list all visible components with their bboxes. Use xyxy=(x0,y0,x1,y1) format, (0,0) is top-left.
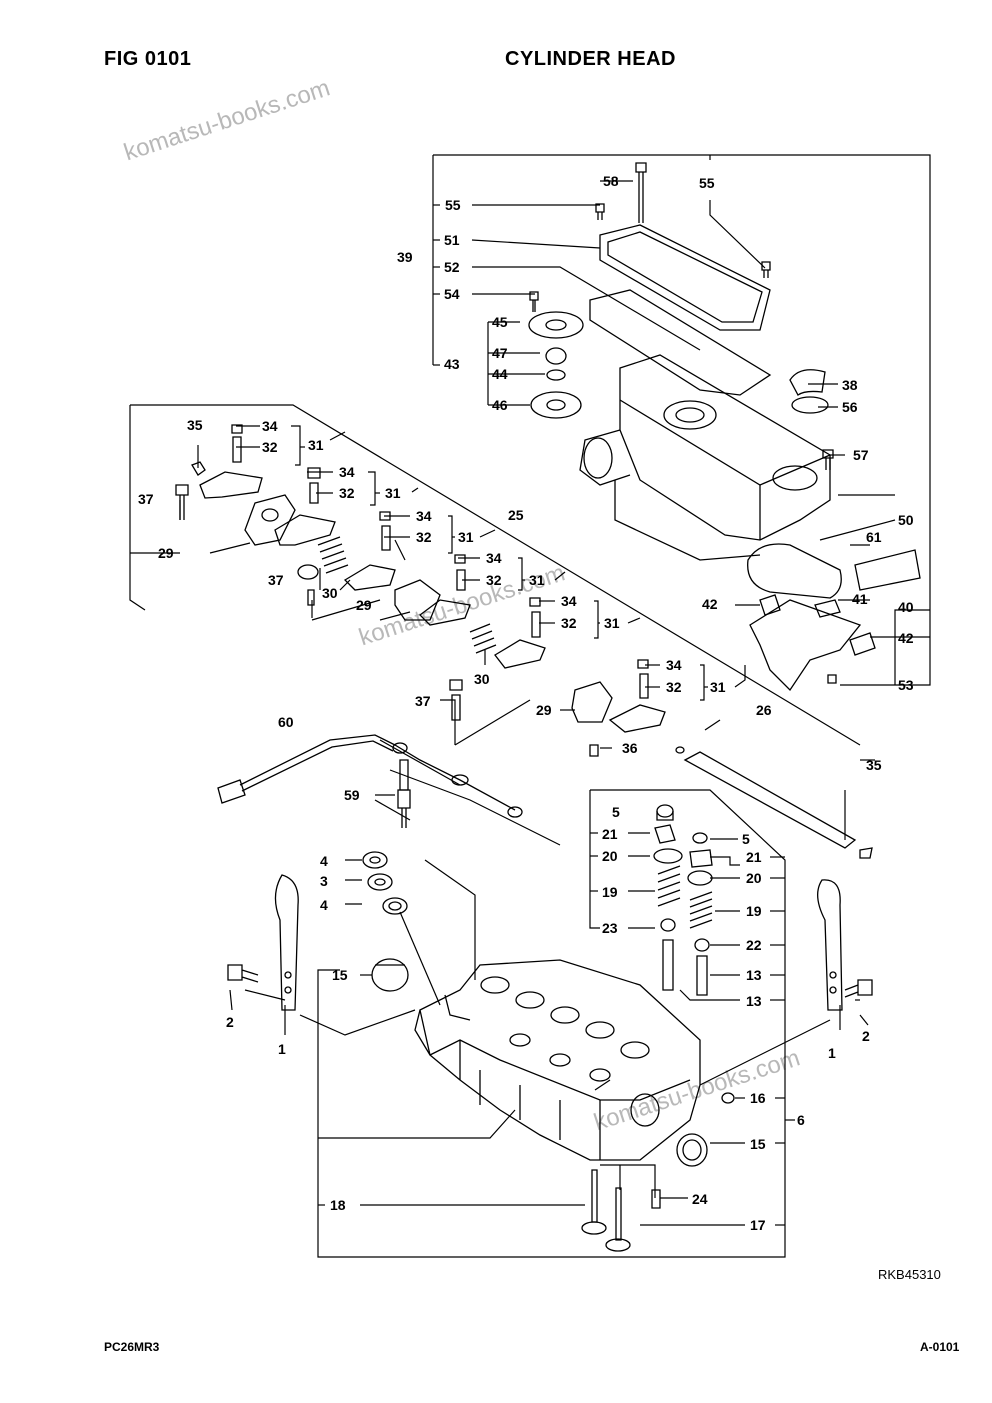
callout-26: 26 xyxy=(756,702,772,718)
callout-13: 13 xyxy=(746,993,762,1009)
callout-37: 37 xyxy=(138,491,154,507)
callout-5: 5 xyxy=(612,804,620,820)
callout-34: 34 xyxy=(561,593,577,609)
callout-53: 53 xyxy=(898,677,914,693)
callout-19: 19 xyxy=(602,884,618,900)
callout-22: 22 xyxy=(746,937,762,953)
callout-32: 32 xyxy=(416,529,432,545)
callout-42: 42 xyxy=(702,596,718,612)
callout-56: 56 xyxy=(842,399,858,415)
callout-35: 35 xyxy=(866,757,882,773)
callout-1: 1 xyxy=(828,1045,836,1061)
callout-31: 31 xyxy=(529,572,545,588)
callout-55: 55 xyxy=(445,197,461,213)
callout-35: 35 xyxy=(187,417,203,433)
callout-32: 32 xyxy=(486,572,502,588)
callout-2: 2 xyxy=(226,1014,234,1030)
callout-34: 34 xyxy=(339,464,355,480)
page-title: CYLINDER HEAD xyxy=(505,48,676,70)
callout-20: 20 xyxy=(746,870,762,886)
callout-60: 60 xyxy=(278,714,294,730)
callout-20: 20 xyxy=(602,848,618,864)
callout-39: 39 xyxy=(397,249,413,265)
page-reference: A-0101 xyxy=(920,1340,960,1354)
callout-31: 31 xyxy=(604,615,620,631)
callout-6: 6 xyxy=(797,1112,805,1128)
callout-5: 5 xyxy=(742,831,750,847)
callout-61: 61 xyxy=(866,529,882,545)
callout-41: 41 xyxy=(852,591,868,607)
callout-4: 4 xyxy=(320,897,328,913)
callout-46: 46 xyxy=(492,397,508,413)
callout-44: 44 xyxy=(492,366,508,382)
callout-57: 57 xyxy=(853,447,869,463)
callout-55: 55 xyxy=(699,175,715,191)
callout-32: 32 xyxy=(262,439,278,455)
callout-31: 31 xyxy=(385,485,401,501)
callout-34: 34 xyxy=(262,418,278,434)
callout-21: 21 xyxy=(602,826,618,842)
callout-17: 17 xyxy=(750,1217,766,1233)
callout-52: 52 xyxy=(444,259,460,275)
callout-40: 40 xyxy=(898,599,914,615)
callout-29: 29 xyxy=(356,597,372,613)
callout-32: 32 xyxy=(339,485,355,501)
model-code: PC26MR3 xyxy=(104,1340,160,1354)
callout-47: 47 xyxy=(492,345,508,361)
callout-24: 24 xyxy=(692,1191,708,1207)
callout-36: 36 xyxy=(622,740,638,756)
figure-number: FIG 0101 xyxy=(104,48,192,70)
callout-18: 18 xyxy=(330,1197,346,1213)
callout-19: 19 xyxy=(746,903,762,919)
callout-30: 30 xyxy=(474,671,490,687)
callout-37: 37 xyxy=(268,572,284,588)
callout-51: 51 xyxy=(444,232,460,248)
callout-59: 59 xyxy=(344,787,360,803)
callout-15: 15 xyxy=(332,967,348,983)
callout-42: 42 xyxy=(898,630,914,646)
callout-21: 21 xyxy=(746,849,762,865)
callout-3: 3 xyxy=(320,873,328,889)
callout-31: 31 xyxy=(710,679,726,695)
callout-32: 32 xyxy=(666,679,682,695)
part-shapes xyxy=(175,162,921,1252)
callout-15: 15 xyxy=(750,1136,766,1152)
callout-38: 38 xyxy=(842,377,858,393)
callout-37: 37 xyxy=(415,693,431,709)
callout-1: 1 xyxy=(278,1041,286,1057)
callout-4: 4 xyxy=(320,853,328,869)
callout-50: 50 xyxy=(898,512,914,528)
callout-31: 31 xyxy=(458,529,474,545)
callout-13: 13 xyxy=(746,967,762,983)
callout-16: 16 xyxy=(750,1090,766,1106)
callout-23: 23 xyxy=(602,920,618,936)
callout-30: 30 xyxy=(322,585,338,601)
callout-58: 58 xyxy=(603,173,619,189)
callout-2: 2 xyxy=(862,1028,870,1044)
callout-25: 25 xyxy=(508,507,524,523)
callout-43: 43 xyxy=(444,356,460,372)
callout-34: 34 xyxy=(416,508,432,524)
bracket-lines xyxy=(129,154,931,1258)
callout-45: 45 xyxy=(492,314,508,330)
callout-34: 34 xyxy=(666,657,682,673)
callout-29: 29 xyxy=(536,702,552,718)
drawing-reference: RKB45310 xyxy=(878,1267,941,1282)
callout-29: 29 xyxy=(158,545,174,561)
callout-32: 32 xyxy=(561,615,577,631)
callout-31: 31 xyxy=(308,437,324,453)
callout-34: 34 xyxy=(486,550,502,566)
callout-54: 54 xyxy=(444,286,460,302)
